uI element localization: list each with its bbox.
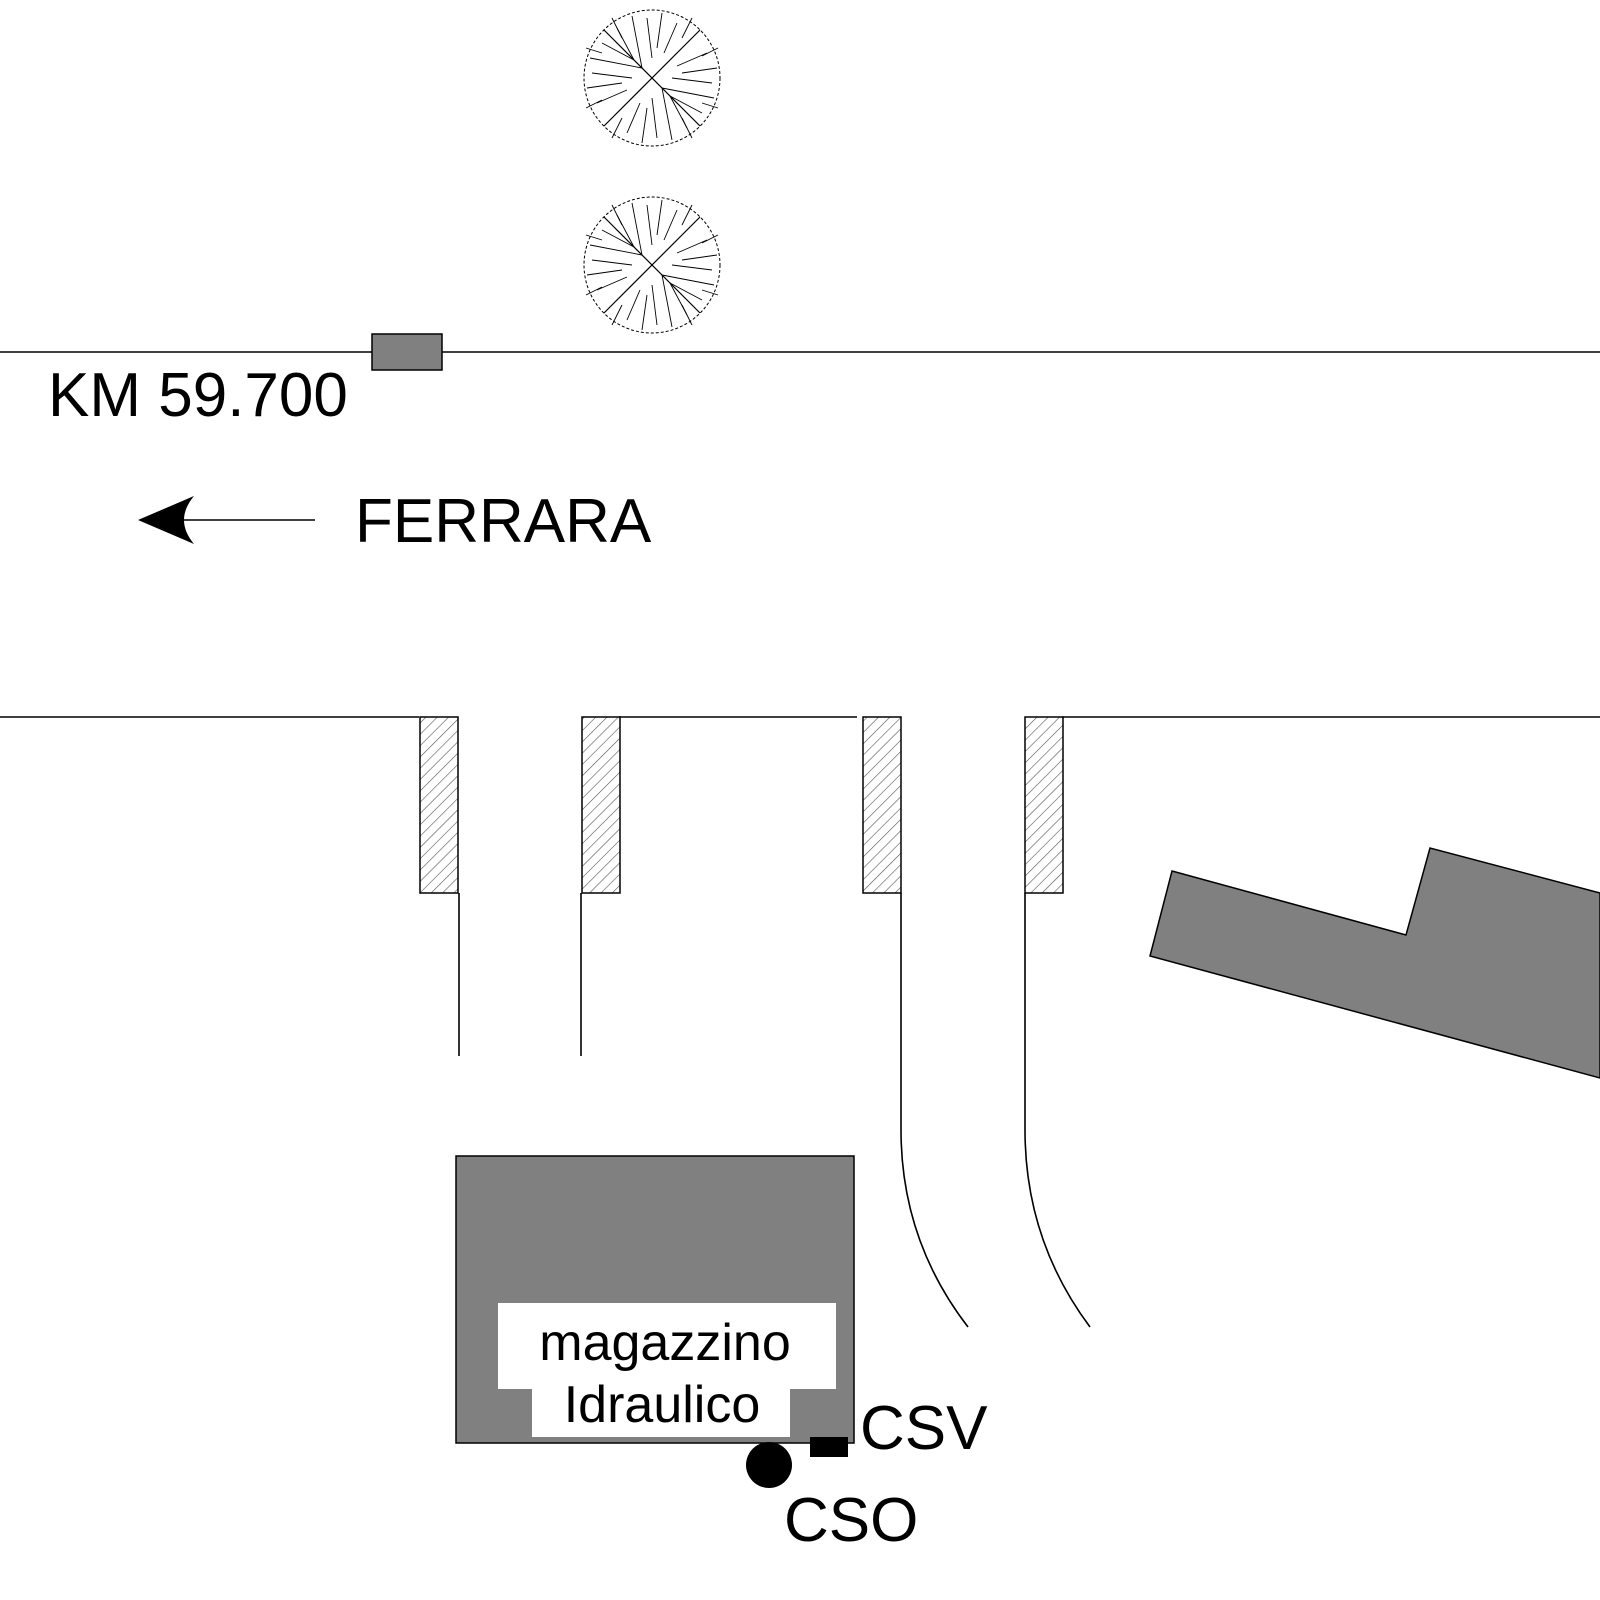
building-label-bg bbox=[532, 1389, 790, 1437]
csv-square-icon bbox=[810, 1437, 848, 1457]
gate-pillar bbox=[1024, 716, 1064, 894]
gate-pillar bbox=[581, 716, 621, 894]
direction-label: FERRARA bbox=[355, 487, 652, 556]
km-marker-label: KM 59.700 bbox=[48, 361, 348, 430]
driveway-right bbox=[900, 893, 1091, 1328]
driveway-left bbox=[458, 893, 582, 1056]
building-label-line2: Idraulico bbox=[564, 1376, 761, 1434]
tree-icon bbox=[583, 196, 721, 334]
building-label-line1: magazzino bbox=[539, 1314, 790, 1372]
building-label-bg bbox=[498, 1303, 836, 1389]
cso-label: CSO bbox=[784, 1486, 918, 1555]
gate-pillar bbox=[862, 716, 902, 894]
arrow-left-icon bbox=[138, 496, 315, 544]
km-marker-post bbox=[371, 333, 443, 371]
gate-pillar bbox=[419, 716, 459, 894]
tree-icon bbox=[583, 9, 721, 147]
cso-dot-icon bbox=[746, 1442, 792, 1488]
csv-label: CSV bbox=[860, 1394, 988, 1463]
building-east bbox=[1149, 847, 1600, 1079]
